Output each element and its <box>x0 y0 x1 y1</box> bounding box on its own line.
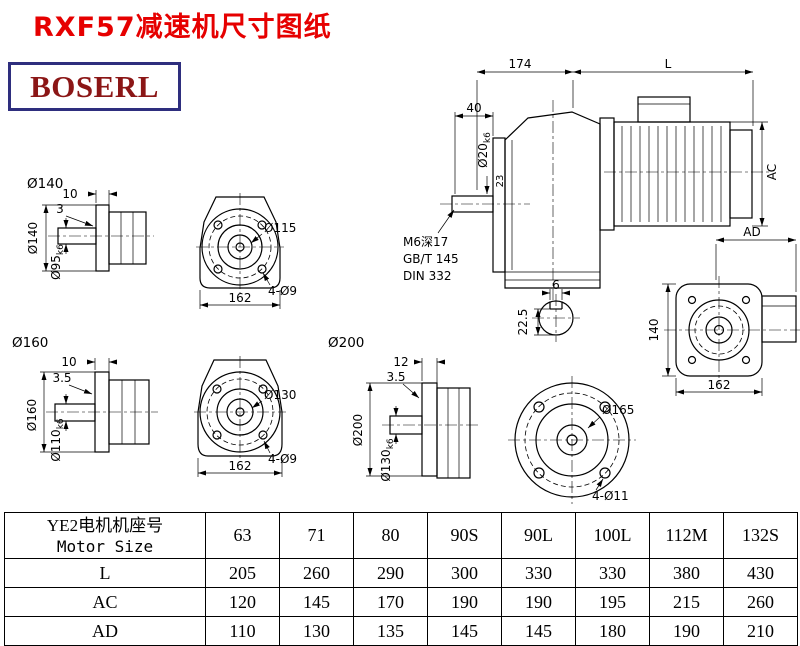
dim-f200-od: Ø200 <box>351 414 365 446</box>
dim-f160-thickness: 10 <box>61 355 76 369</box>
dim-f140-spigot: Ø95k6 <box>49 244 66 280</box>
note-thread: M6深17 <box>403 235 448 249</box>
boserl-logo-text: BOSERL <box>30 68 159 104</box>
dim-f140-od: Ø140 <box>26 222 40 254</box>
dim-f160-step: 3.5 <box>52 371 71 385</box>
page-title: RXF57减速机尺寸图纸 <box>33 12 332 43</box>
row-label-L: L <box>4 558 206 588</box>
size-col-header: 100L <box>575 512 650 559</box>
dim-f160-spigot-dia: Ø110 <box>49 429 63 461</box>
value-cell: 180 <box>575 616 650 646</box>
dim-key-width: 6 <box>552 278 560 292</box>
size-col-header: 112M <box>649 512 724 559</box>
dim-f160-spigot: Ø110k6 <box>49 418 66 462</box>
table-row-AC: AC 120 145 170 190 190 195 215 260 <box>4 587 798 617</box>
dim-shaft-tol: k6 <box>483 132 493 143</box>
size-col-header: 71 <box>279 512 354 559</box>
dim-f200-spigot-dia: Ø130 <box>379 449 393 481</box>
flange160-views: Ø160 10 3.5 Ø160 Ø110k6 Ø <box>12 335 297 477</box>
size-col-header: 90S <box>427 512 502 559</box>
value-cell: 260 <box>279 558 354 588</box>
table-row-L: L 205 260 290 300 330 330 380 430 <box>4 558 798 588</box>
flange140-views: Ø140 10 3 Ø140 Ø95k6 Ø115 <box>26 176 297 309</box>
value-cell: 190 <box>427 587 502 617</box>
value-cell: 170 <box>353 587 428 617</box>
value-cell: 330 <box>575 558 650 588</box>
value-cell: 215 <box>649 587 724 617</box>
value-cell: 135 <box>353 616 428 646</box>
dim-f200-spigot: Ø130k6 <box>379 438 396 482</box>
value-cell: 330 <box>501 558 576 588</box>
value-cell: 210 <box>723 616 798 646</box>
value-cell: 260 <box>723 587 798 617</box>
dim-f160-od: Ø160 <box>25 399 39 431</box>
dim-f140-width: 162 <box>229 291 252 305</box>
motor-size-header-en: Motor Size <box>56 536 154 556</box>
dim-face-height: 140 <box>647 319 661 342</box>
dim-shaft-dia: Ø20k6 <box>476 132 493 168</box>
dim-f160-bolt-circle: Ø130 <box>264 388 296 402</box>
value-cell: 130 <box>279 616 354 646</box>
dim-f160-width: 162 <box>229 459 252 473</box>
value-cell: 120 <box>205 587 280 617</box>
flange140-title: Ø140 <box>27 176 63 192</box>
technical-drawing: Ø140 10 3 Ø140 Ø95k6 Ø115 <box>12 57 800 504</box>
dim-f160-holes: 4-Ø9 <box>268 452 297 466</box>
note-din-standard: DIN 332 <box>403 269 451 283</box>
value-cell: 290 <box>353 558 428 588</box>
dim-f140-bolt-circle: Ø115 <box>264 221 296 235</box>
value-cell: 145 <box>279 587 354 617</box>
dim-f200-thickness: 12 <box>393 355 408 369</box>
value-cell: 205 <box>205 558 280 588</box>
value-cell: 380 <box>649 558 724 588</box>
note-gb-standard: GB/T 145 <box>403 252 459 266</box>
dim-f200-spigot-tol: k6 <box>386 438 396 449</box>
dim-40: 40 <box>466 101 481 115</box>
dim-face-width: 162 <box>708 378 731 392</box>
flange160-title: Ø160 <box>12 335 48 351</box>
size-col-header: 63 <box>205 512 280 559</box>
dim-f200-holes: 4-Ø11 <box>592 489 629 503</box>
dim-f140-thickness: 10 <box>62 187 77 201</box>
value-cell: 110 <box>205 616 280 646</box>
assembly-view: 174 L 40 Ø20k6 23 AC M6深17 GB/T 145 DIN … <box>403 57 800 396</box>
flange200-title: Ø200 <box>328 335 364 351</box>
flange200-views: Ø200 12 3.5 Ø200 Ø130k6 Ø165 <box>328 335 636 504</box>
dim-AC: AC <box>765 164 779 180</box>
value-cell: 430 <box>723 558 798 588</box>
value-cell: 195 <box>575 587 650 617</box>
dim-AD: AD <box>743 225 760 239</box>
value-cell: 190 <box>649 616 724 646</box>
size-col-header: 90L <box>501 512 576 559</box>
value-cell: 145 <box>501 616 576 646</box>
value-cell: 145 <box>427 616 502 646</box>
dim-174: 174 <box>509 57 532 71</box>
dim-f140-spigot-tol: k6 <box>56 244 66 255</box>
value-cell: 190 <box>501 587 576 617</box>
dim-f200-bolt-circle: Ø165 <box>602 403 634 417</box>
dim-key-height: 22.5 <box>516 309 530 336</box>
dim-23: 23 <box>495 175 506 188</box>
dimension-table: YE2电机机座号 Motor Size 63 71 80 90S 90L 100… <box>4 512 798 646</box>
row-label-AD: AD <box>4 616 206 646</box>
size-col-header: 132S <box>723 512 798 559</box>
table-header-row: YE2电机机座号 Motor Size 63 71 80 90S 90L 100… <box>4 512 798 559</box>
row-label-AC: AC <box>4 587 206 617</box>
table-row-AD: AD 110 130 135 145 145 180 190 210 <box>4 616 798 646</box>
dim-L: L <box>665 57 672 71</box>
dim-f200-step: 3.5 <box>386 370 405 384</box>
dim-f140-step: 3 <box>56 202 64 216</box>
value-cell: 300 <box>427 558 502 588</box>
motor-size-header: YE2电机机座号 Motor Size <box>4 512 206 559</box>
dim-f140-spigot-dia: Ø95 <box>49 255 63 280</box>
dim-f160-spigot-tol: k6 <box>56 418 66 429</box>
boserl-logo-box: BOSERL <box>8 62 181 111</box>
size-col-header: 80 <box>353 512 428 559</box>
motor-size-header-cn: YE2电机机座号 <box>46 516 164 536</box>
dim-shaft-dia-value: Ø20 <box>476 143 490 168</box>
dim-f140-holes: 4-Ø9 <box>268 284 297 298</box>
